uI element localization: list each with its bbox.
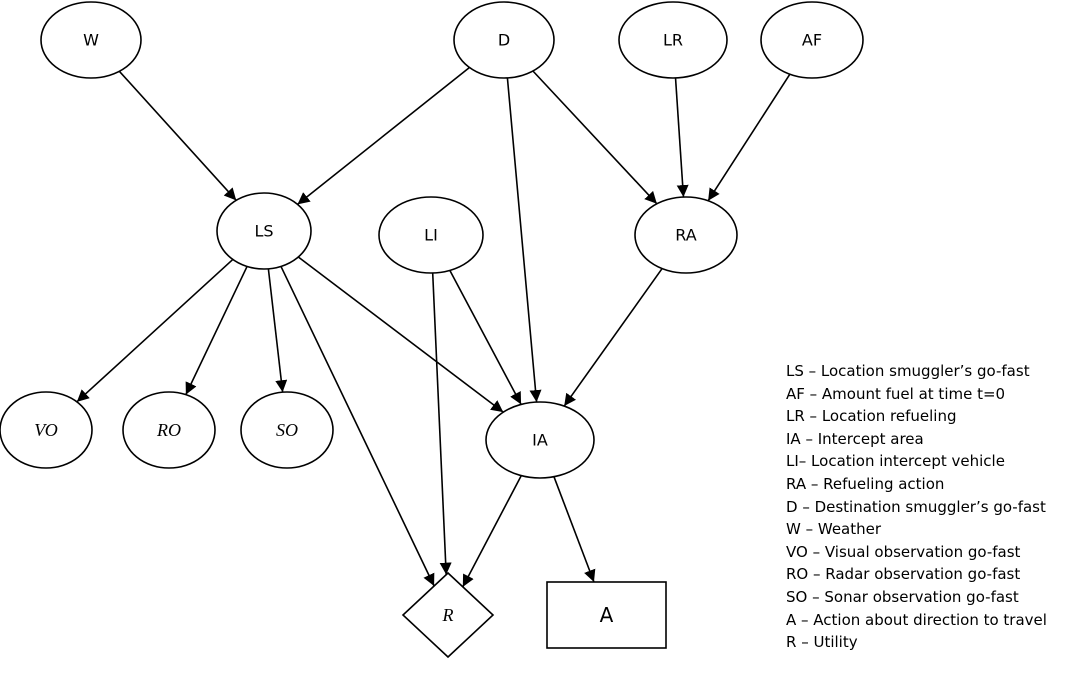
node-r-shape [401,571,495,659]
node-d: D [453,1,555,79]
legend-item-vo: VO – Visual observation go-fast [786,542,1021,561]
edge-d-to-ia [506,77,542,403]
node-ia: IA [485,401,595,479]
edge-ls-to-so [267,268,288,393]
edge-ra-to-ia [563,268,663,407]
legend-item-r: R – Utility [786,633,858,652]
node-w: W [40,1,142,79]
node-af-shape [760,1,864,79]
node-ra-shape [634,196,738,274]
node-lr-label: LR [663,31,683,50]
node-so-shape [240,391,334,469]
node-a-shape [546,581,667,649]
node-li: LI [378,196,484,274]
edge-lr-to-ra [674,77,689,198]
node-vo-shape [0,391,93,469]
node-ls: LS [216,192,312,270]
node-so: SO [240,391,334,469]
edge-w-to-ls [118,70,237,201]
legend-item-ia: IA – Intercept area [786,429,924,448]
node-vo-label: VO [34,420,57,440]
node-ra: RA [634,196,738,274]
legend-item-a: A – Action about direction to travel [786,610,1047,629]
legend-item-d: D – Destination smuggler’s go-fast [786,497,1046,516]
legend-item-li: LI– Location intercept vehicle [786,452,1005,471]
legend-item-ro: RO – Radar observation go-fast [786,565,1021,584]
legend-item-lr: LR – Location refueling [786,407,957,426]
node-li-label: LI [424,226,438,245]
node-r-label: R [442,605,454,625]
edge-ls-to-vo [76,258,234,403]
legend-item-w: W – Weather [786,520,882,539]
node-a: A [546,581,667,649]
legend-item-so: SO – Sonar observation go-fast [786,587,1019,606]
edge-ls-to-r [280,266,435,587]
edge-li-to-r [431,272,452,575]
legend: LS – Location smuggler’s go-fast AF – Am… [786,360,1047,654]
node-li-shape [378,196,484,274]
edge-ia-to-a [553,476,596,583]
node-d-shape [453,1,555,79]
node-w-label: W [83,31,99,50]
node-lr-shape [618,1,728,79]
edge-li-to-ia [449,270,522,405]
node-r: R [401,571,495,659]
node-ro: RO [122,391,216,469]
node-so-label: SO [276,420,298,440]
node-lr: LR [618,1,728,79]
node-a-label: A [600,603,614,627]
edge-ia-to-r [462,475,522,588]
node-ro-label: RO [156,420,181,440]
node-ls-label: LS [254,222,273,241]
node-w-shape [40,1,142,79]
node-ra-label: RA [675,226,696,245]
node-d-label: D [498,31,510,50]
node-ro-shape [122,391,216,469]
legend-item-ra: RA – Refueling action [786,474,945,493]
node-ia-label: IA [532,431,548,450]
edges [76,66,791,588]
edge-af-to-ra [707,73,791,202]
legend-item-af: AF – Amount fuel at time t=0 [786,384,1006,403]
legend-item-ls: LS – Location smuggler’s go-fast [786,362,1030,380]
node-af: AF [760,1,864,79]
node-af-label: AF [802,31,822,50]
edge-d-to-ra [532,70,658,205]
edge-d-to-ls [296,66,470,205]
edge-ls-to-ro [185,266,248,395]
node-vo: VO [0,391,93,469]
edge-ls-to-ia [297,256,504,413]
node-ls-shape [216,192,312,270]
node-ia-shape [485,401,595,479]
